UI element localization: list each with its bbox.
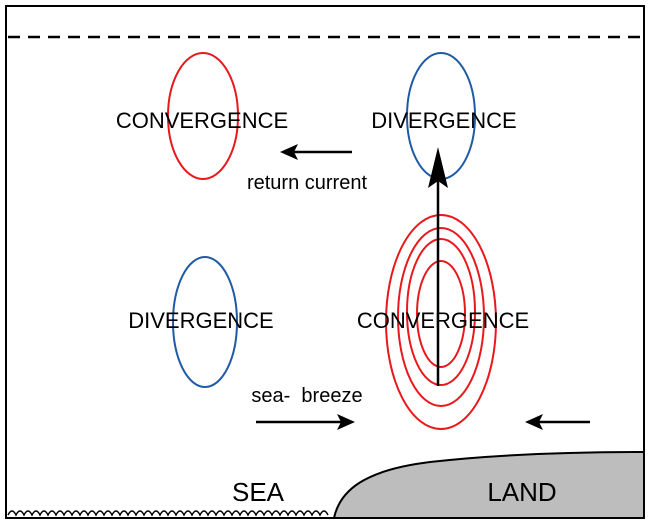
return-current-arrowhead	[280, 144, 298, 160]
diagram-frame	[5, 5, 645, 519]
label-convergence-lower: CONVERGENCE	[357, 308, 529, 333]
lower-convergence-ring-middle	[397, 227, 485, 407]
inflow-arrowhead	[525, 414, 543, 430]
label-divergence-upper: DIVERGENCE	[371, 108, 516, 133]
label-sea-breeze: sea- breeze	[251, 385, 362, 407]
label-divergence-lower: DIVERGENCE	[128, 308, 273, 333]
updraft-arrowhead	[428, 147, 448, 188]
sea-wave-line	[7, 510, 329, 517]
lower-convergence-ring-outer	[385, 214, 497, 430]
lower-divergence-ellipse	[172, 256, 238, 388]
sea-breeze-arrowhead	[337, 414, 355, 430]
lower-convergence-ring-inner	[416, 260, 466, 368]
label-land: LAND	[487, 477, 556, 507]
label-return-current: return current	[247, 172, 367, 194]
land-mass	[332, 450, 645, 519]
label-sea: SEA	[232, 477, 285, 507]
upper-convergence-ellipse	[167, 52, 239, 180]
label-convergence-upper: CONVERGENCE	[116, 108, 288, 133]
lower-convergence-ring-inner2	[406, 238, 476, 386]
